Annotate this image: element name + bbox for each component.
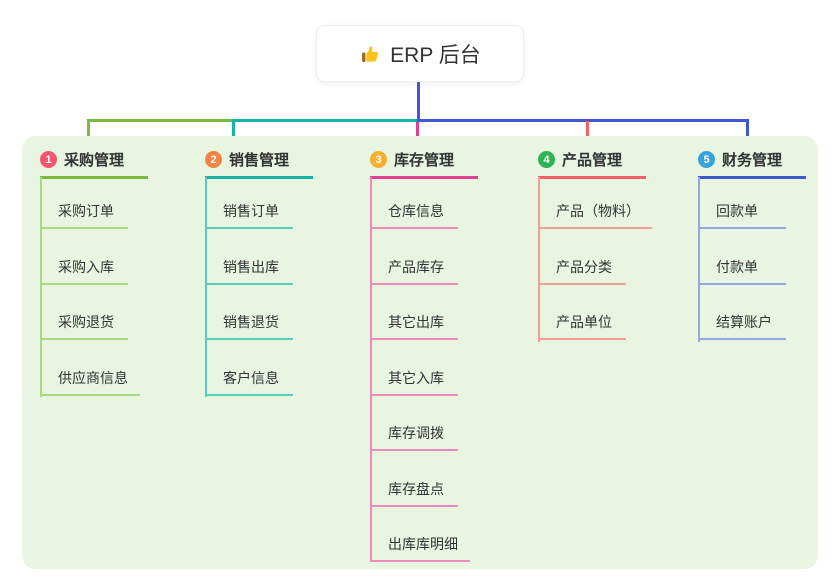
branch-number-badge: 1 [40,151,57,168]
branch-label: 采购管理 [64,152,125,169]
child-node[interactable]: 采购入库 [40,258,128,285]
branch-header[interactable]: 1 采购管理 [40,149,148,179]
branch-trunk-line [698,177,700,342]
branch-label: 库存管理 [394,152,455,169]
child-node[interactable]: 销售退货 [205,313,293,340]
connector-root-stub [417,82,420,120]
child-node[interactable]: 付款单 [698,258,786,285]
child-node[interactable]: 产品库存 [370,258,458,285]
connector-h-branch2 [232,119,420,122]
child-node[interactable]: 其它出库 [370,313,458,340]
connector-drop-branch5 [746,121,749,149]
root-title: ERP 后台 [390,43,481,67]
branch-trunk-line [538,177,540,342]
child-node[interactable]: 采购退货 [40,313,128,340]
branch-header[interactable]: 3 库存管理 [370,149,478,179]
child-node[interactable]: 回款单 [698,202,786,229]
child-node[interactable]: 供应商信息 [40,369,140,396]
child-node[interactable]: 客户信息 [205,369,293,396]
branch-number-badge: 2 [205,151,222,168]
branch-header[interactable]: 2 销售管理 [205,149,313,179]
root-node[interactable]: ERP 后台 [316,25,524,82]
branch-label: 财务管理 [722,152,783,169]
connector-drop-branch4 [586,121,589,149]
connector-h-branch5 [417,119,749,122]
child-node[interactable]: 其它入库 [370,369,458,396]
child-node[interactable]: 库存盘点 [370,480,458,507]
child-node[interactable]: 产品单位 [538,313,626,340]
branch-header[interactable]: 4 产品管理 [538,149,646,179]
branch-trunk-line [40,177,42,397]
child-node[interactable]: 产品分类 [538,258,626,285]
connector-drop-branch2 [232,121,235,149]
child-node[interactable]: 结算账户 [698,313,786,340]
connector-drop-branch3 [416,122,419,149]
branch-label: 销售管理 [229,152,290,169]
branch-header[interactable]: 5 财务管理 [698,149,806,179]
thumbs-up-icon [359,43,381,65]
child-node[interactable]: 销售订单 [205,202,293,229]
connector-drop-branch1 [87,121,90,149]
child-node[interactable]: 库存调拨 [370,424,458,451]
branch-number-badge: 5 [698,151,715,168]
branches-panel [22,136,818,569]
branch-trunk-line [370,177,372,562]
child-node[interactable]: 仓库信息 [370,202,458,229]
child-node[interactable]: 产品（物料） [538,202,652,229]
branch-label: 产品管理 [562,152,623,169]
child-node[interactable]: 出库库明细 [370,535,470,562]
branch-number-badge: 4 [538,151,555,168]
branch-trunk-line [205,177,207,397]
child-node[interactable]: 销售出库 [205,258,293,285]
child-node[interactable]: 采购订单 [40,202,128,229]
branch-number-badge: 3 [370,151,387,168]
